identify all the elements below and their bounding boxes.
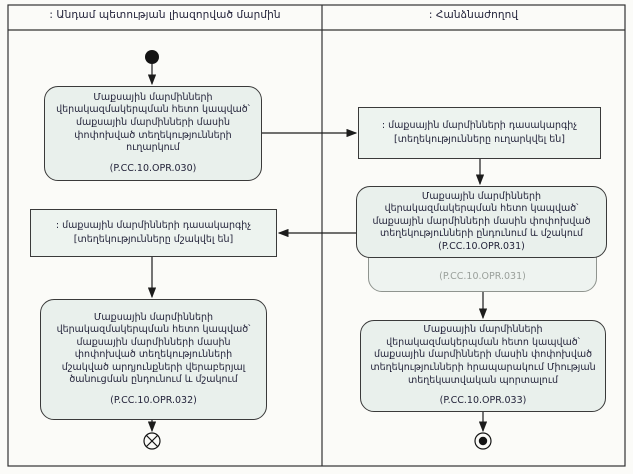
diagram-frame	[7, 4, 626, 467]
activity-code: (P.CC.10.OPR.033)	[439, 395, 527, 407]
object-node-state: [տեղեկությունները ուղարկվել են]	[394, 134, 565, 145]
activity-receive-and-process: Մաքսային մարմինների վերակազմակերպման հետ…	[356, 186, 607, 258]
activity-text: Մաքսային մարմինների վերակազմակերպման հետ…	[370, 324, 596, 386]
flow-final-node	[143, 432, 161, 450]
object-node-state: [տեղեկությունները մշակվել են]	[73, 234, 234, 245]
object-node-classifier-sent: : մաքսային մարմինների դասակարգիչ [տեղեկո…	[358, 107, 601, 159]
object-node-title: : մաքսային մարմինների դասակարգիչ	[55, 219, 252, 231]
activity-code: (P.CC.10.OPR.031)	[438, 240, 525, 252]
activity-send-changed-info: Մաքսային մարմինների վերակազմակերպման հետ…	[44, 86, 262, 181]
initial-node	[145, 50, 159, 64]
activity-text: Մաքսային մարմինների վերակազմակերպման հետ…	[56, 91, 250, 154]
activity-text: Մաքսային մարմինների վերակազմակերպման հետ…	[366, 191, 597, 254]
activity-text-main: Մաքսային մարմինների վերակազմակերպման հետ…	[372, 190, 591, 240]
object-node-title: : մաքսային մարմինների դասակարգիչ	[381, 119, 578, 131]
lane-title-authorized-body: : Անդամ պետության լիազորված մարմին	[49, 9, 281, 21]
activity-final-node	[474, 432, 492, 450]
activity-code: (P.CC.10.OPR.030)	[109, 162, 197, 174]
lane-title-commission: : Հանձնաժողով	[428, 9, 519, 21]
activity-receive-notification-of-results: Մաքսային մարմինների վերակազմակերպման հետ…	[40, 299, 267, 420]
activity-code: (P.CC.10.OPR.032)	[110, 394, 197, 406]
activity-publish-on-union-portal: Մաքսային մարմինների վերակազմակերպման հետ…	[360, 320, 606, 412]
object-node-classifier-processed: : մաքսային մարմինների դասակարգիչ [տեղեկո…	[30, 209, 277, 257]
ghost-activity-code: (P.CC.10.OPR.031)	[439, 271, 526, 282]
activity-text: Մաքսային մարմինների վերակազմակերպման հետ…	[56, 311, 251, 386]
